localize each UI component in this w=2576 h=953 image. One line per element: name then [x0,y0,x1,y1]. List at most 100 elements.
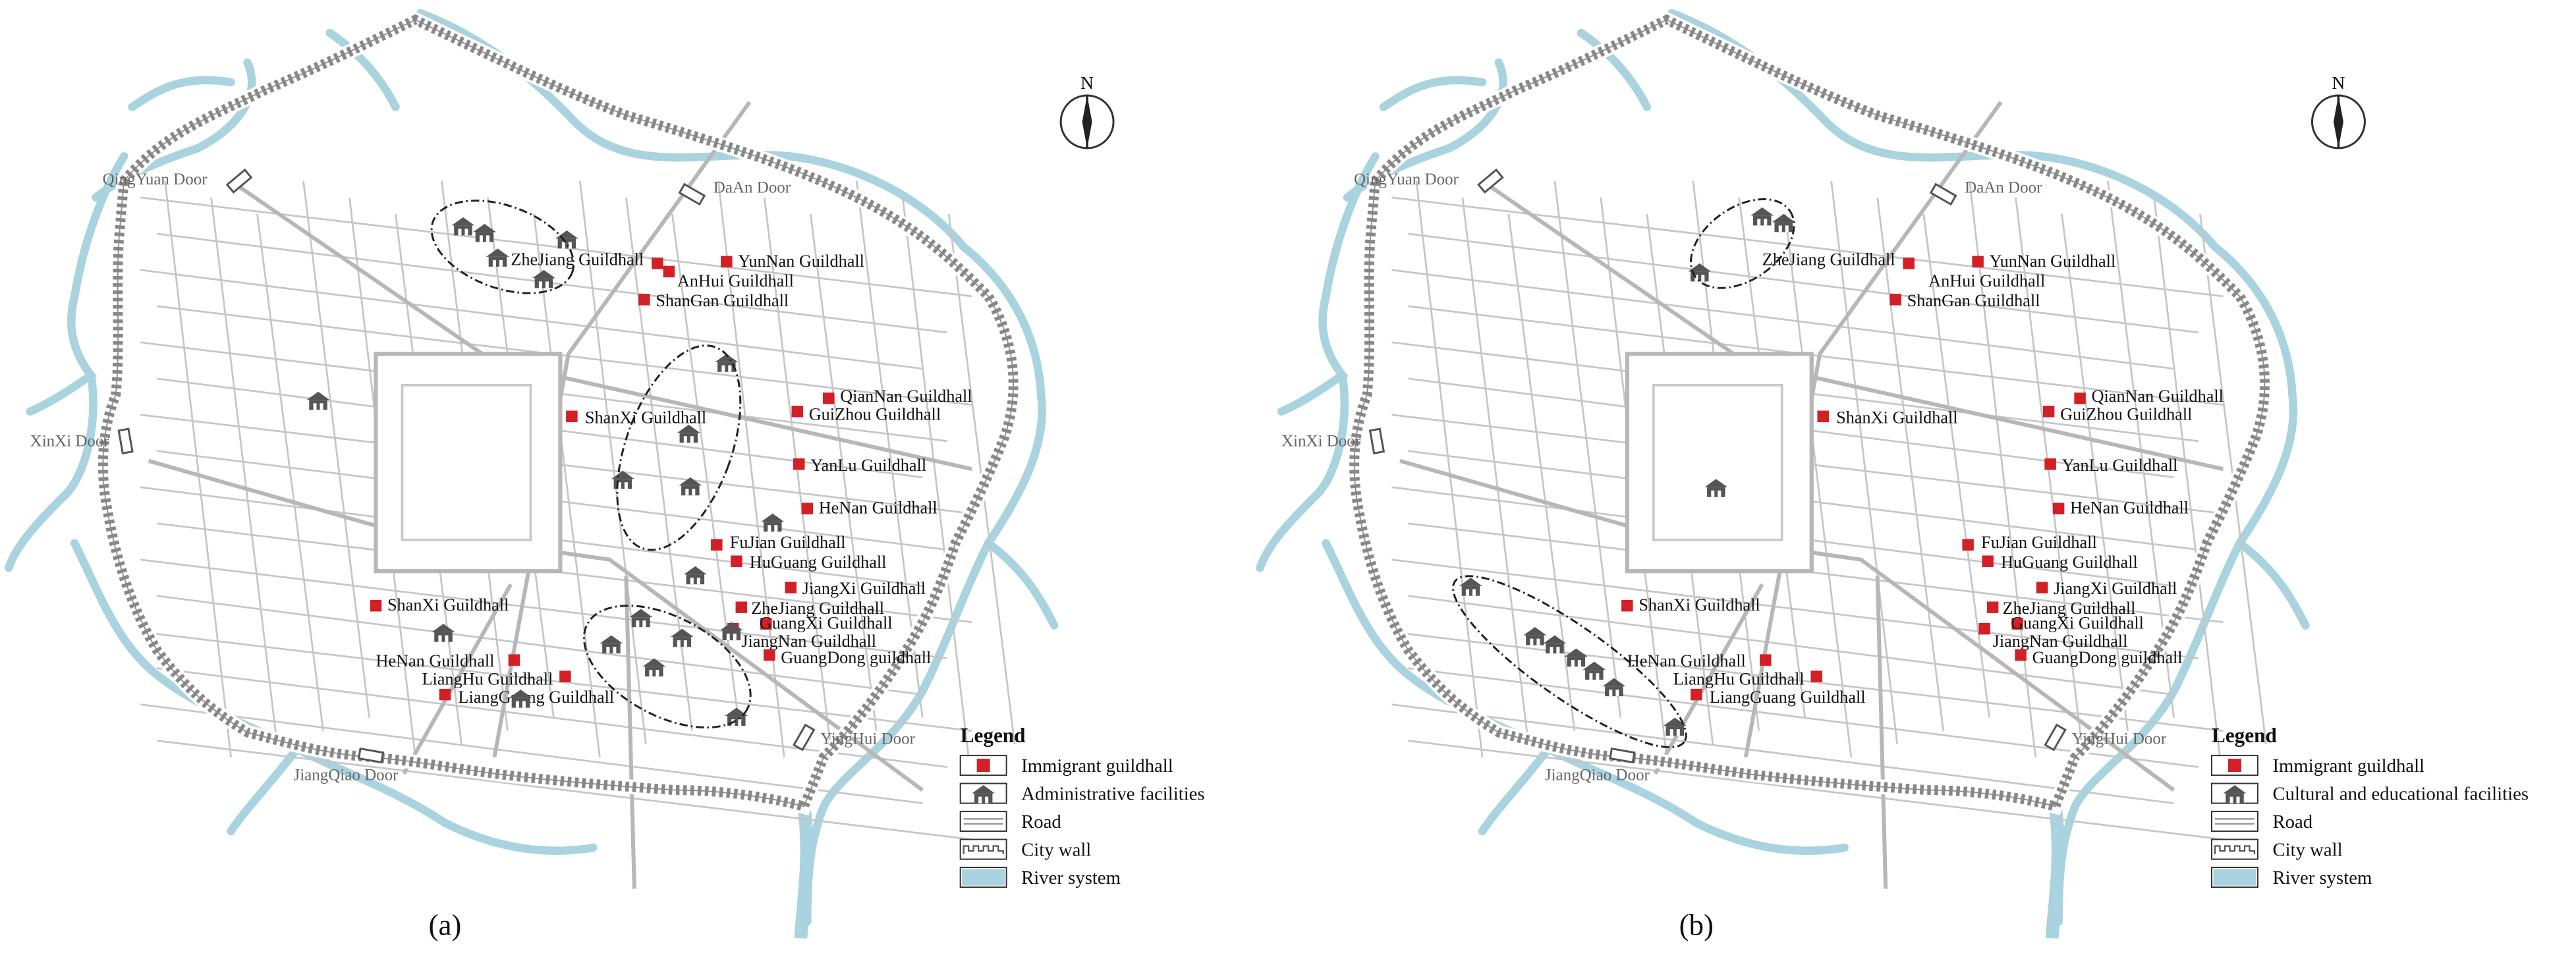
guildhall-label: HeNan Guildhall [819,499,938,518]
guildhall-marker [2044,458,2056,470]
north-arrow: N [2310,73,2366,150]
guildhall-marker [439,688,451,701]
facility-icon [1602,678,1626,697]
guildhall-marker [731,555,742,567]
guildhall-label: GuangDong guildhall [781,648,931,667]
guildhall-marker [735,601,748,613]
facility-icon [677,424,700,443]
guildhall-label: ShanXi Guildhall [1836,408,1957,427]
gate-3: JiangQiao Door [294,747,399,784]
guildhall-label: JiangXi Guildhall [2054,579,2177,598]
legend-label: Cultural and educational facilities [2272,784,2529,805]
panel-caption: (b) [1679,909,1714,942]
facilities [306,200,785,729]
guildhall-label: JiangXi Guildhall [802,579,926,598]
gate-label-1: DaAn Door [1965,178,2042,196]
legend-item: City wall [2211,838,2343,861]
guildhall-marker [1691,688,1702,701]
gate-1: DaAn Door [678,178,791,206]
legend-label: River system [1021,867,1121,888]
gate-2: XinXi Door [30,427,134,455]
guildhall-label: ShanGan Guildhall [656,291,789,310]
guildhall-marker [1810,670,1822,682]
gate-0: QingYuan Door [1354,168,1504,194]
facility-icon [1523,627,1547,645]
guildhall-marker [711,539,723,551]
gate-4: YingHui Door [2044,723,2167,751]
facility-icon [532,269,555,288]
guildhall-marker [1982,555,1994,567]
facility-icon [1750,207,1774,226]
gate-2: XinXi Door [1281,427,1386,455]
guildhall-label: ShanXi Guildhall [387,595,509,614]
guildhall-label: ShanXi Guildhall [585,408,706,427]
facility-icon [486,248,509,267]
gate-label-0: QingYuan Door [1354,171,1459,188]
guildhall-label: LiangHu Guildhall [422,670,553,689]
gate-label-4: YingHui Door [820,730,915,748]
gate-label-2: XinXi Door [30,432,110,450]
guildhall-marker [652,258,663,269]
facility-icon [683,566,707,585]
guildhall-marker [1890,294,1901,306]
guildhall-marker [1978,622,1990,635]
facilities [1452,198,1795,749]
guildhall-label: QianNan Guildhall [840,387,972,406]
guildhall-label: LiangGuang Guildhall [458,688,614,707]
facility-icon [451,217,475,236]
legend-item: River system [959,867,1121,888]
gate-3: JiangQiao Door [1545,747,1650,784]
legend-label: City wall [2272,840,2342,861]
guildhall-marker [2036,582,2048,593]
guildhall-label: HuGuang Guildhall [750,553,887,572]
guildhall-label: JiangNan Guildhall [741,632,876,651]
guildhall-marker [1986,601,1999,613]
guildhall-marker [1972,256,1984,268]
legend-item: Road [959,811,1061,832]
guildhall-label: FuJian Guildhall [1981,533,2097,552]
facility-icon [472,223,496,242]
guildhall-marker [508,654,520,666]
guildhall-marker [791,406,804,418]
guildhall-label: HuGuang Guildhall [2001,553,2138,572]
guildhall-label: LiangGuang Guildhall [1710,688,1866,707]
gate-0: QingYuan Door [103,168,253,194]
gate-label-1: DaAn Door [714,178,791,196]
city-wall [1347,11,2272,816]
north-label: N [2332,73,2345,93]
central-compound [374,352,563,574]
gate-1: DaAn Door [1929,178,2042,206]
guildhall-label: HeNan Guildhall [2070,499,2189,518]
guildhall-label: YunNan Guildhall [738,252,864,271]
facility-icon [761,513,785,532]
guildhall-marker [559,670,571,682]
legend-item: City wall [959,838,1091,861]
guildhall-marker [566,410,578,423]
legend-item: Administrative facilities [959,782,1205,805]
legend-item: Road [2211,811,2313,832]
guildhall-label: GuangDong guildhall [2032,648,2183,667]
facility-icon [432,624,455,642]
guildhall-marker [1760,654,1772,666]
facility-icon [629,609,653,628]
guildhall-marker [2074,393,2086,404]
legend-label: Immigrant guildhall [2272,755,2424,776]
legend-item: Cultural and educational facilities [2211,782,2529,805]
guildhall-label: AnHui Guildhall [677,271,794,290]
facility-icon [306,391,330,410]
guildhall-marker [793,458,805,470]
gate-label-4: YingHui Door [2072,730,2167,748]
facility-icon [600,635,623,654]
gate-label-3: JiangQiao Door [294,767,399,784]
guildhall-label: JiangNan Guildhall [1993,632,2128,651]
legend-label: City wall [1021,840,1091,861]
guildhall-label: FuJian Guildhall [730,533,846,552]
legend-item: River system [2211,867,2372,888]
city-wall [96,11,1021,816]
legend-item: Immigrant guildhall [959,755,1173,776]
guildhall-label: GuiZhou Guildhall [2060,404,2192,423]
road-network [140,180,1016,840]
